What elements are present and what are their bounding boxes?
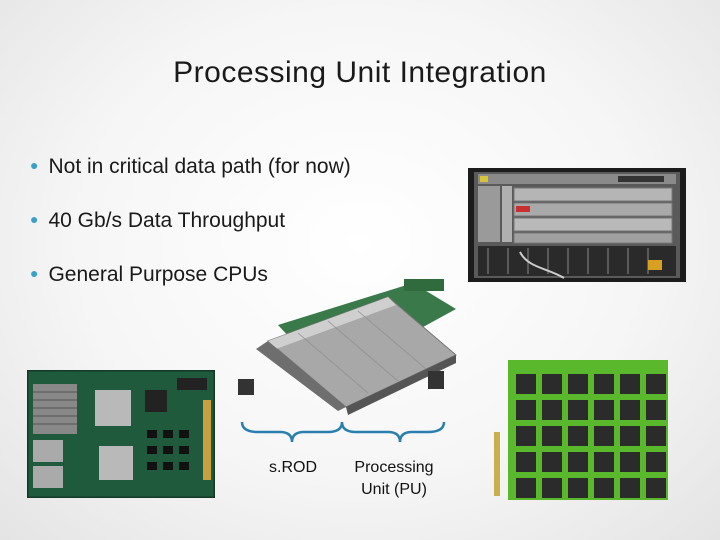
cpu-cell (594, 452, 614, 472)
cpu-cell (594, 374, 614, 394)
bullet-icon: ● (30, 265, 39, 281)
bullet-item: ● 40 Gb/s Data Throughput (30, 204, 351, 258)
blade-board-photo (238, 279, 457, 415)
bullet-text: 40 Gb/s Data Throughput (48, 209, 286, 232)
pu-label-line2: Unit (PU) (361, 481, 427, 498)
cpu-cell (620, 426, 640, 446)
cpu-cell (542, 374, 562, 394)
cpu-cell (516, 426, 536, 446)
cpu-cell (516, 478, 536, 498)
cpu-cell (568, 426, 588, 446)
pu-label: Processing Unit (PU) (344, 457, 444, 501)
pu-label-line1: Processing (354, 459, 434, 476)
cpu-cell (542, 452, 562, 472)
cpu-cell (646, 426, 666, 446)
cpu-cell (646, 400, 666, 420)
cpu-cell (646, 478, 666, 498)
cpu-cell (568, 452, 588, 472)
cpu-cell (620, 452, 640, 472)
cpu-cell (568, 478, 588, 498)
bullet-text: Not in critical data path (for now) (48, 155, 351, 178)
cpu-cell (542, 400, 562, 420)
cpu-cell (620, 400, 640, 420)
cpu-cell (516, 374, 536, 394)
cpu-cell (516, 400, 536, 420)
cpu-cell (646, 452, 666, 472)
cpu-cell (594, 478, 614, 498)
cpu-cell (542, 478, 562, 498)
bullet-icon: ● (30, 211, 39, 227)
crate-photo (468, 168, 686, 282)
bullet-item: ● General Purpose CPUs (30, 258, 351, 312)
cpu-cell (568, 374, 588, 394)
mezzanine-board-photo (27, 370, 215, 498)
cpu-cell (620, 478, 640, 498)
cpu-cell (568, 400, 588, 420)
bullet-list: ● Not in critical data path (for now) ● 40… (30, 150, 351, 312)
srod-label: s.ROD (258, 457, 328, 479)
slide-title: Processing Unit Integration (173, 56, 547, 89)
cpu-cell (516, 452, 536, 472)
cpu-grid-diagram (494, 360, 668, 500)
bracket-graphic (240, 421, 446, 443)
bullet-icon: ● (30, 157, 39, 173)
bullet-item: ● Not in critical data path (for now) (30, 150, 351, 204)
bullet-text: General Purpose CPUs (48, 263, 268, 286)
srod-label-text: s.ROD (269, 459, 317, 476)
cpu-cell (646, 374, 666, 394)
cpu-cell (620, 374, 640, 394)
cpu-cell (594, 426, 614, 446)
cpu-cell (542, 426, 562, 446)
cpu-cell (594, 400, 614, 420)
